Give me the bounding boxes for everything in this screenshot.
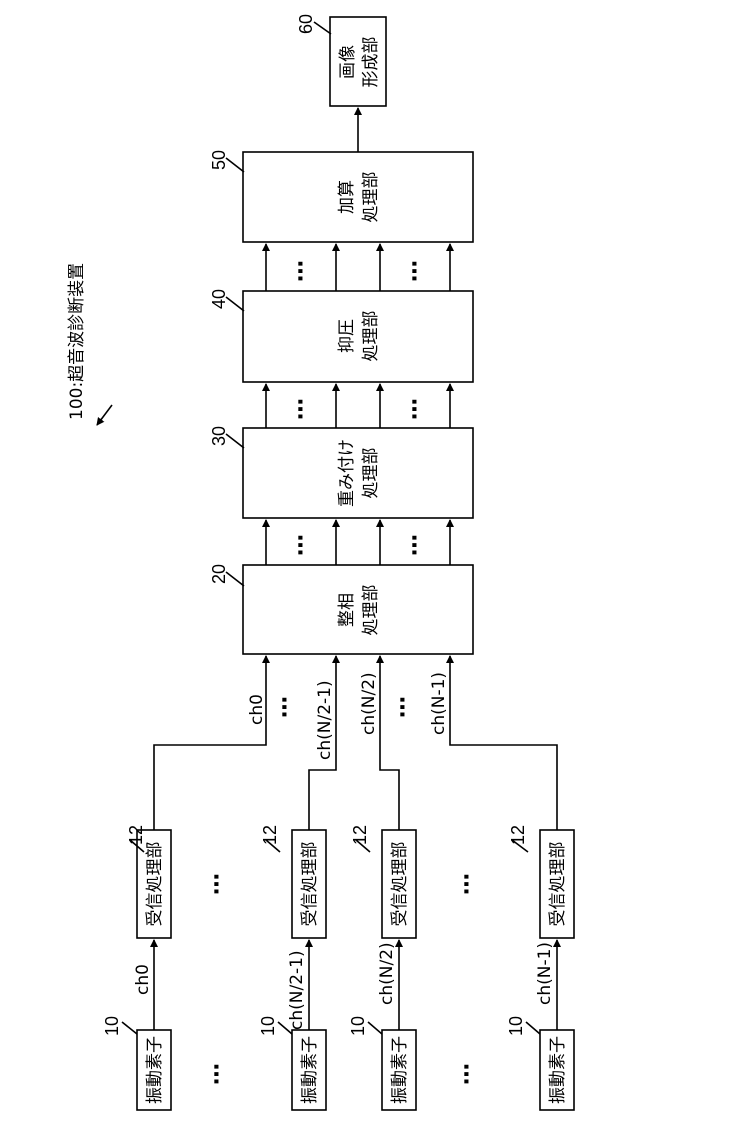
- wire-receiver-to-phasing-ch0: [154, 656, 266, 830]
- leader-image: [314, 22, 331, 34]
- ellipsis-phasing-weighting-a: ⋯: [289, 534, 314, 556]
- ellipsis-weighting-suppression-b: ⋯: [403, 398, 428, 420]
- channel-label-upper-ch-n-1: ch(N-1): [429, 672, 449, 735]
- ref-receiver-ch-n2-1: 12: [260, 825, 280, 845]
- ref-weighting: 30: [209, 426, 229, 446]
- device-label: 100:超音波診断装置: [67, 263, 87, 420]
- image-forming-label-1: 画像: [338, 45, 358, 79]
- channel-label-lower-ch-n2-1: ch(N/2-1): [287, 950, 307, 1030]
- leader-element-ch0: [122, 1022, 137, 1034]
- weighting-processor-label-2: 処理部: [361, 448, 381, 499]
- receiver-label-ch-n2-1: 受信処理部: [300, 842, 320, 927]
- vibration-element-label-ch0: 振動素子: [145, 1036, 165, 1104]
- receiver-label-ch-n2: 受信処理部: [390, 842, 410, 927]
- phasing-processor-box: [243, 565, 473, 654]
- ellipsis-suppression-adding-b: ⋯: [403, 260, 428, 282]
- channel-label-upper-ch-n2-1: ch(N/2-1): [315, 680, 335, 760]
- wire-receiver-to-phasing-ch-n2: [380, 656, 399, 830]
- vibration-element-label-ch-n2-1: 振動素子: [300, 1036, 320, 1104]
- channel-label-upper-ch0: ch0: [247, 694, 267, 725]
- ref-phasing: 20: [209, 564, 229, 584]
- image-forming-label-2: 形成部: [361, 37, 381, 88]
- ellipsis-lane-3-4-upper: ⋯: [391, 696, 416, 718]
- ref-receiver-ch-n2: 12: [350, 825, 370, 845]
- ref-element-ch-n-1: 10: [506, 1016, 526, 1036]
- receiver-label-ch0: 受信処理部: [145, 842, 165, 927]
- suppression-processor-label-2: 処理部: [361, 311, 381, 362]
- leader-element-ch-n-1: [526, 1022, 540, 1034]
- ellipsis-lane-1-2-upper: ⋯: [273, 696, 298, 718]
- receiver-label-ch-n-1: 受信処理部: [548, 842, 568, 927]
- adding-processor-label-2: 処理部: [361, 172, 381, 223]
- ellipsis-lane-3-4-lower: ⋯: [455, 1063, 480, 1085]
- ellipsis-lane-1-2-lower: ⋯: [205, 1063, 230, 1085]
- weighting-processor-label-1: 重み付け: [337, 439, 357, 507]
- channel-label-upper-ch-n2: ch(N/2): [359, 672, 379, 735]
- ref-element-ch-n2-1: 10: [258, 1016, 278, 1036]
- weighting-processor-box: [243, 428, 473, 518]
- ref-receiver-ch-n-1: 12: [508, 825, 528, 845]
- channel-label-lower-ch-n-1: ch(N-1): [535, 942, 555, 1005]
- device-pointer-arrow: [97, 405, 112, 425]
- ellipsis-phasing-weighting-b: ⋯: [403, 534, 428, 556]
- adding-processor-box: [243, 152, 473, 242]
- channel-label-lower-ch0: ch0: [133, 964, 153, 995]
- leader-element-ch-n2: [368, 1022, 382, 1034]
- phasing-processor-label-1: 整相: [337, 593, 357, 627]
- vibration-element-label-ch-n2: 振動素子: [390, 1036, 410, 1104]
- ellipsis-lane-3-4-mid: ⋯: [455, 873, 480, 895]
- ref-image: 60: [296, 14, 316, 34]
- channel-label-lower-ch-n2: ch(N/2): [377, 942, 397, 1005]
- ref-receiver-ch0: 12: [126, 825, 146, 845]
- wire-receiver-to-phasing-ch-n-1: [450, 656, 557, 830]
- ref-element-ch-n2: 10: [348, 1016, 368, 1036]
- ref-adding: 50: [209, 150, 229, 170]
- adding-processor-label-1: 加算: [337, 180, 357, 214]
- ellipsis-suppression-adding-a: ⋯: [289, 260, 314, 282]
- ref-suppression: 40: [209, 289, 229, 309]
- ellipsis-weighting-suppression-a: ⋯: [289, 398, 314, 420]
- vibration-element-label-ch-n-1: 振動素子: [548, 1036, 568, 1104]
- suppression-processor-label-1: 抑圧: [337, 319, 357, 353]
- ellipsis-lane-1-2-mid: ⋯: [205, 873, 230, 895]
- ref-element-ch0: 10: [102, 1016, 122, 1036]
- suppression-processor-box: [243, 291, 473, 382]
- phasing-processor-label-2: 処理部: [361, 585, 381, 636]
